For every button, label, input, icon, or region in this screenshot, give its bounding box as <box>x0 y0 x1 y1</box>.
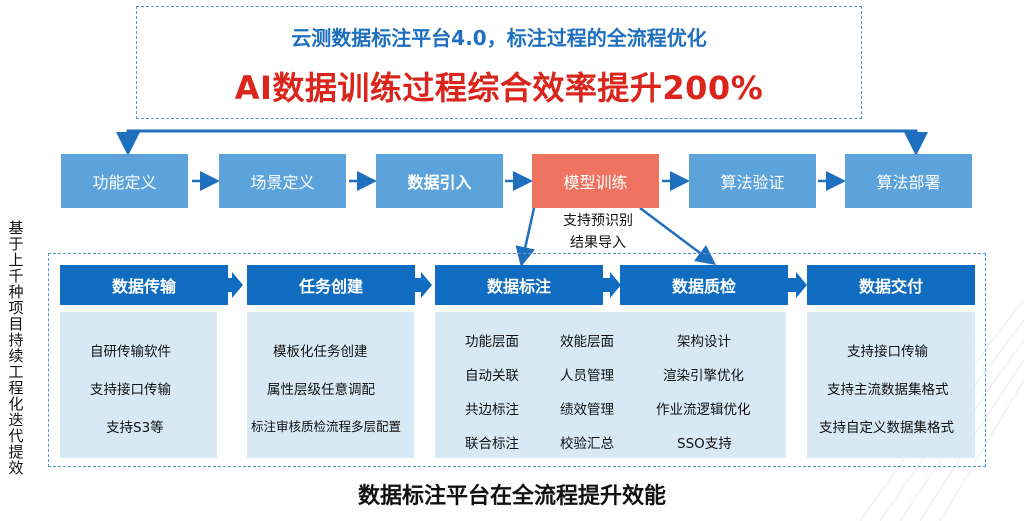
stage-data-annotation-title: 数据标注 <box>435 265 603 305</box>
list-item: 标注审核质检流程多层配置 <box>251 419 402 434</box>
list-item: 渲染引擎优化 <box>663 368 744 384</box>
stage-data-qc-body: 架构设计 渲染引擎优化 作业流逻辑优化 SSO支持 <box>620 312 786 458</box>
step-data-import: 数据引入 <box>376 154 503 208</box>
list-item: 绩效管理 <box>560 402 614 418</box>
step-algorithm-deployment: 算法部署 <box>845 154 972 208</box>
model-note-line-2: 结果导入 <box>570 235 626 251</box>
stage-task-creation-title: 任务创建 <box>247 265 415 305</box>
stage-arrow-icon <box>411 272 432 298</box>
list-item: 效能层面 <box>560 334 614 350</box>
stages-frame <box>48 253 986 467</box>
stage-data-transfer-title: 数据传输 <box>60 265 228 305</box>
list-item: 架构设计 <box>677 334 731 350</box>
list-item: 支持S3等 <box>106 420 164 436</box>
list-item: 支持接口传输 <box>90 382 171 398</box>
list-item: 共边标注 <box>465 402 519 418</box>
step-model-training: 模型训练 <box>532 154 659 208</box>
list-item: 支持接口传输 <box>847 344 928 360</box>
stage-data-transfer-body: 自研传输软件 支持接口传输 支持S3等 <box>60 312 217 458</box>
banner-subtitle: 云测数据标注平台4.0，标注过程的全流程优化 <box>291 26 707 50</box>
step-function-definition: 功能定义 <box>61 154 188 208</box>
list-item: 自动关联 <box>465 368 519 384</box>
list-item: 人员管理 <box>560 368 614 384</box>
list-item: 支持主流数据集格式 <box>827 382 949 398</box>
stage-data-qc-title: 数据质检 <box>620 265 788 305</box>
stage-data-delivery-body: 支持接口传输 支持主流数据集格式 支持自定义数据集格式 <box>807 312 975 458</box>
bottom-title: 数据标注平台在全流程提升效能 <box>357 484 666 509</box>
list-item: 模板化任务创建 <box>273 344 368 360</box>
list-item: 支持自定义数据集格式 <box>819 420 954 436</box>
list-item: 属性层级任意调配 <box>267 382 375 398</box>
stage-arrow-icon <box>786 272 807 298</box>
stage-data-delivery-title: 数据交付 <box>807 265 975 305</box>
list-item: 联合标注 <box>465 436 519 452</box>
list-item: 自研传输软件 <box>90 344 171 360</box>
side-label: 基于上千种项目持续工程化迭代提效 <box>8 219 24 477</box>
model-note-line-1: 支持预识别 <box>563 213 633 229</box>
list-item: SSO支持 <box>677 436 732 452</box>
model-training-note: 支持预识别 结果导入 <box>534 210 662 254</box>
list-item: 作业流逻辑优化 <box>656 402 751 418</box>
list-item: 功能层面 <box>465 334 519 350</box>
stage-data-annotation-body: 功能层面 自动关联 共边标注 联合标注 效能层面 人员管理 绩效管理 校验汇总 <box>435 312 620 458</box>
list-item: 校验汇总 <box>560 436 614 452</box>
headline-banner <box>136 6 862 119</box>
step-algorithm-validation: 算法验证 <box>689 154 816 208</box>
banner-headline: AI数据训练过程综合效率提升200% <box>234 69 764 107</box>
stage-arrow-icon <box>600 272 621 298</box>
step-scene-definition: 场景定义 <box>219 154 346 208</box>
stage-task-creation-body: 模板化任务创建 属性层级任意调配 标注审核质检流程多层配置 <box>247 312 414 458</box>
